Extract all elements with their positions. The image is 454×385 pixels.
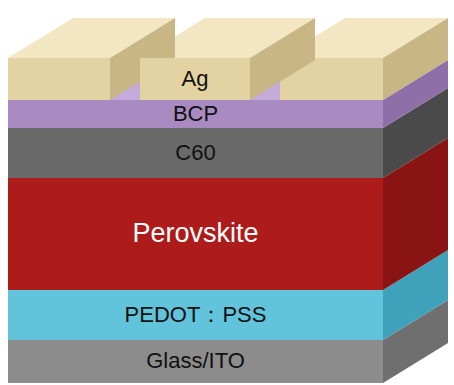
bcp-layer: BCP xyxy=(8,100,383,128)
ag-electrodes xyxy=(8,18,448,100)
perovskite-layer: Perovskite xyxy=(8,178,383,290)
ag-electrode: Ag xyxy=(140,58,250,100)
layer-label: PEDOT：PSS xyxy=(125,303,267,327)
pedot-pss-layer: PEDOT：PSS xyxy=(8,290,383,340)
layer-label: BCP xyxy=(173,102,218,126)
layer-label: Ag xyxy=(182,67,209,91)
glass-ito-layer: Glass/ITO xyxy=(8,340,383,383)
layer-label: Perovskite xyxy=(132,219,258,249)
layer-label: C60 xyxy=(175,141,215,165)
layer-label: Glass/ITO xyxy=(146,349,245,373)
c60-layer: C60 xyxy=(8,128,383,178)
